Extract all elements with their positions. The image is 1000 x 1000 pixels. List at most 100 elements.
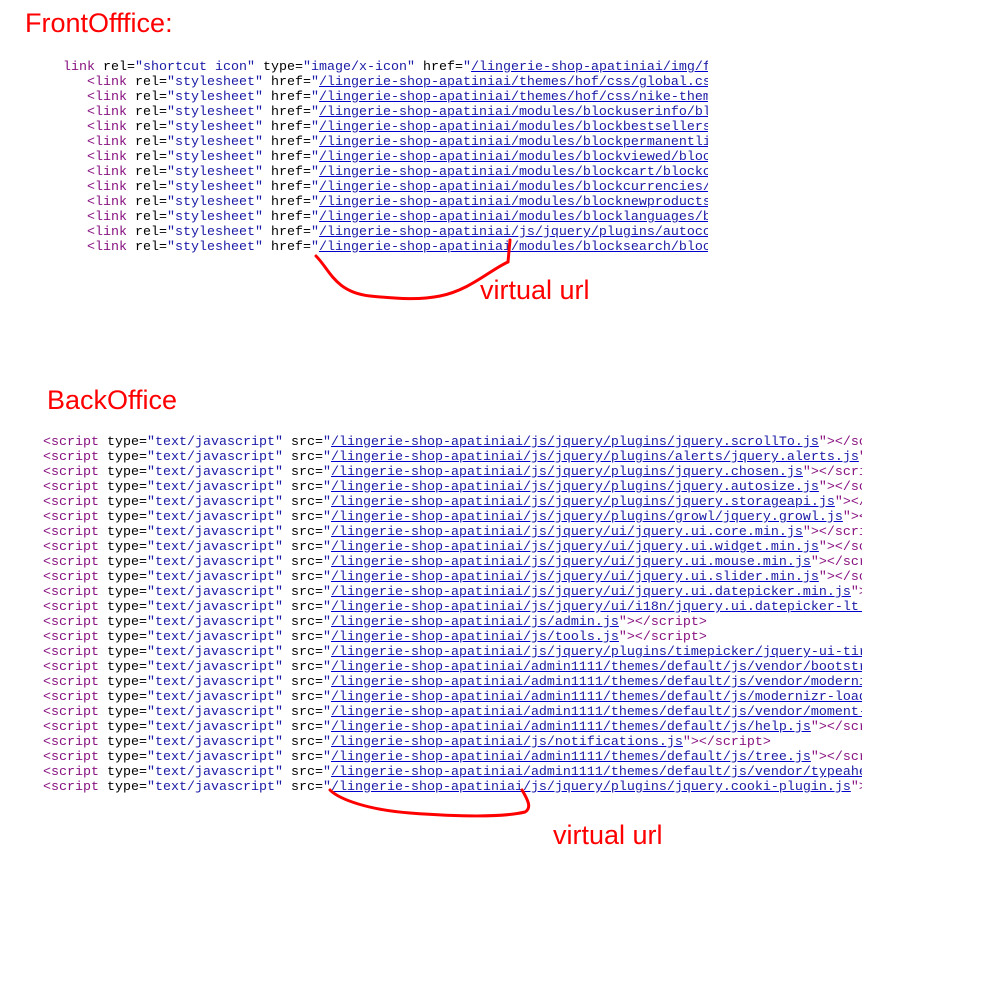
attr-name: src xyxy=(290,720,315,735)
attr-value: "text/javascript" xyxy=(147,600,283,615)
src-link[interactable]: /lingerie-shop-apatiniai/js/jquery/ui/jq… xyxy=(330,540,819,555)
source-line: <link rel="stylesheet" href="/lingerie-s… xyxy=(63,75,708,90)
href-link[interactable]: /lingerie-shop-apatiniai/modules/blockpe… xyxy=(318,135,708,150)
src-link[interactable]: /lingerie-shop-apatiniai/js/jquery/ui/jq… xyxy=(330,555,811,570)
href-link[interactable]: /lingerie-shop-apatiniai/themes/hof/css/… xyxy=(318,90,708,105)
attr-value: "image/x-icon" xyxy=(302,60,415,75)
src-link[interactable]: /lingerie-shop-apatiniai/js/jquery/ui/jq… xyxy=(330,525,803,540)
attr-value: "text/javascript" xyxy=(147,585,283,600)
attr-name: type xyxy=(107,450,139,465)
attr-name: src xyxy=(290,480,315,495)
src-link[interactable]: /lingerie-shop-apatiniai/js/jquery/ui/i1… xyxy=(330,600,862,615)
source-line: <script type="text/javascript" src="/lin… xyxy=(43,600,862,615)
frontoffice-source-code: link rel="shortcut icon" type="image/x-i… xyxy=(63,60,708,255)
attr-name: type xyxy=(107,735,139,750)
type-value: text/javascript xyxy=(155,450,275,465)
src-link[interactable]: /lingerie-shop-apatiniai/js/tools.js xyxy=(330,630,619,645)
source-line: <link rel="stylesheet" href="/lingerie-s… xyxy=(63,165,708,180)
attr-name: src xyxy=(290,630,315,645)
attr-name: type xyxy=(107,765,139,780)
rel-value: stylesheet xyxy=(175,240,255,255)
href-link[interactable]: /lingerie-shop-apatiniai/modules/blockvi… xyxy=(318,150,708,165)
href-link[interactable]: /lingerie-shop-apatiniai/img/f xyxy=(470,60,708,75)
source-line: <script type="text/javascript" src="/lin… xyxy=(43,585,862,600)
href-link[interactable]: /lingerie-shop-apatiniai/modules/blockus… xyxy=(318,105,708,120)
href-link[interactable]: /lingerie-shop-apatiniai/modules/blockcu… xyxy=(318,180,708,195)
line-tail: " xyxy=(859,450,862,465)
href-link[interactable]: /lingerie-shop-apatiniai/modules/blockca… xyxy=(318,165,708,180)
src-link[interactable]: /lingerie-shop-apatiniai/js/jquery/plugi… xyxy=(330,510,843,525)
quote: " xyxy=(322,525,331,540)
quote: " xyxy=(322,465,331,480)
attr-name: rel xyxy=(135,150,159,165)
attr-name: type xyxy=(107,510,139,525)
attr-name: src xyxy=(290,705,315,720)
src-link[interactable]: /lingerie-shop-apatiniai/admin1111/theme… xyxy=(330,720,811,735)
attr-name: href xyxy=(270,150,303,165)
attr-name: src xyxy=(290,735,315,750)
src-link[interactable]: /lingerie-shop-apatiniai/js/jquery/plugi… xyxy=(330,465,803,480)
source-line: <script type="text/javascript" src="/lin… xyxy=(43,435,862,450)
attr-value: "stylesheet" xyxy=(167,90,263,105)
src-link[interactable]: /lingerie-shop-apatiniai/admin1111/theme… xyxy=(330,750,811,765)
src-link[interactable]: /lingerie-shop-apatiniai/js/jquery/plugi… xyxy=(330,450,859,465)
source-line: <script type="text/javascript" src="/lin… xyxy=(43,660,862,675)
tag-name: <script xyxy=(43,555,99,570)
attr-name: rel xyxy=(135,240,159,255)
src-link[interactable]: /lingerie-shop-apatiniai/js/jquery/plugi… xyxy=(330,645,862,660)
attr-value: "text/javascript" xyxy=(147,765,283,780)
src-link[interactable]: /lingerie-shop-apatiniai/js/jquery/plugi… xyxy=(330,480,819,495)
attr-value: "text/javascript" xyxy=(147,615,283,630)
src-link[interactable]: /lingerie-shop-apatiniai/js/admin.js xyxy=(330,615,619,630)
attr-name: type xyxy=(107,690,139,705)
quote: " xyxy=(322,495,331,510)
quote: " xyxy=(322,600,331,615)
attr-name: src xyxy=(290,585,315,600)
attr-name: src xyxy=(290,660,315,675)
src-link[interactable]: /lingerie-shop-apatiniai/js/jquery/plugi… xyxy=(330,435,819,450)
line-tail: "></script> xyxy=(682,735,771,750)
tag-name: <link xyxy=(87,150,127,165)
src-link[interactable]: /lingerie-shop-apatiniai/admin1111/theme… xyxy=(330,675,862,690)
attr-value: "text/javascript" xyxy=(147,780,283,795)
src-link[interactable]: /lingerie-shop-apatiniai/admin1111/theme… xyxy=(330,660,862,675)
tag-name: <script xyxy=(43,600,99,615)
attr-name: type xyxy=(107,525,139,540)
attr-value: "stylesheet" xyxy=(167,165,263,180)
attr-value: "text/javascript" xyxy=(147,630,283,645)
attr-name: rel xyxy=(135,135,159,150)
source-line: <script type="text/javascript" src="/lin… xyxy=(43,765,862,780)
attr-name: type xyxy=(107,675,139,690)
quote: " xyxy=(322,690,331,705)
tag-name: <script xyxy=(43,480,99,495)
src-link[interactable]: /lingerie-shop-apatiniai/js/jquery/plugi… xyxy=(330,495,835,510)
attr-name: href xyxy=(270,180,303,195)
rel-value: stylesheet xyxy=(175,120,255,135)
src-link[interactable]: /lingerie-shop-apatiniai/admin1111/theme… xyxy=(330,765,862,780)
rel-value: stylesheet xyxy=(175,150,255,165)
rel-value: stylesheet xyxy=(175,195,255,210)
attr-name: src xyxy=(290,555,315,570)
attr-name: rel xyxy=(135,225,159,240)
attr-name: type xyxy=(107,555,139,570)
href-link[interactable]: /lingerie-shop-apatiniai/themes/hof/css/… xyxy=(318,75,708,90)
href-link[interactable]: /lingerie-shop-apatiniai/modules/blockse… xyxy=(318,240,708,255)
type-value: text/javascript xyxy=(155,480,275,495)
src-link[interactable]: /lingerie-shop-apatiniai/admin1111/theme… xyxy=(330,690,862,705)
href-link[interactable]: /lingerie-shop-apatiniai/modules/blockne… xyxy=(318,195,708,210)
src-link[interactable]: /lingerie-shop-apatiniai/js/jquery/ui/jq… xyxy=(330,570,819,585)
line-tail: "></scr xyxy=(810,555,862,570)
href-link[interactable]: /lingerie-shop-apatiniai/modules/blockla… xyxy=(318,210,708,225)
href-link[interactable]: /lingerie-shop-apatiniai/js/jquery/plugi… xyxy=(318,225,708,240)
source-line: <link rel="stylesheet" href="/lingerie-s… xyxy=(63,180,708,195)
attr-value: "text/javascript" xyxy=(147,540,283,555)
tag-name: <link xyxy=(87,90,127,105)
src-link[interactable]: /lingerie-shop-apatiniai/js/jquery/ui/jq… xyxy=(330,585,851,600)
line-tail: "> xyxy=(850,780,862,795)
src-link[interactable]: /lingerie-shop-apatiniai/js/notification… xyxy=(330,735,683,750)
src-link[interactable]: /lingerie-shop-apatiniai/admin1111/theme… xyxy=(330,705,862,720)
src-link[interactable]: /lingerie-shop-apatiniai/js/jquery/plugi… xyxy=(330,780,851,795)
href-link[interactable]: /lingerie-shop-apatiniai/modules/blockbe… xyxy=(318,120,708,135)
tag-name: <script xyxy=(43,570,99,585)
line-tail: "></scr xyxy=(810,750,862,765)
